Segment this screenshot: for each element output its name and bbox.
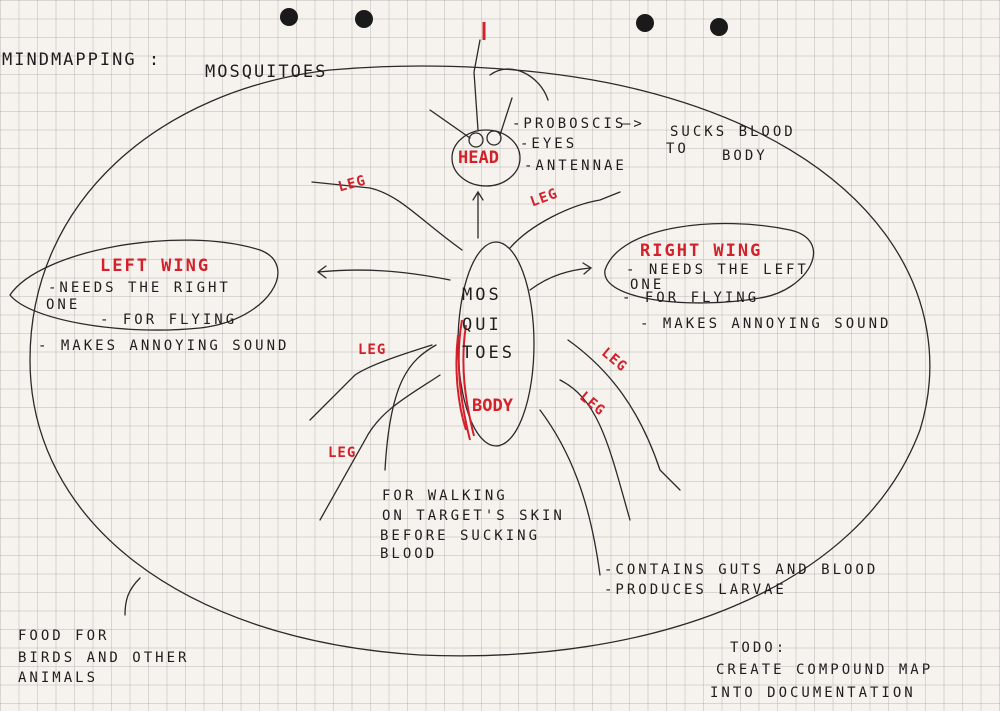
binder-hole-1 <box>280 8 298 26</box>
binder-hole-4 <box>710 18 728 36</box>
leg-label-3: LEG <box>358 342 387 358</box>
antenna-left <box>429 109 471 139</box>
leg-note-4: BLOOD <box>380 546 438 562</box>
leg-label-6: LEG <box>328 445 357 461</box>
proboscis-note-1: SUCKS BLOOD <box>670 124 796 140</box>
head-part-antennae: -ANTENNAE <box>524 158 627 174</box>
center-line-3: TOES <box>462 343 515 363</box>
arrow-glyph: —> <box>622 116 645 132</box>
body-note-2: -PRODUCES LARVAE <box>604 582 787 598</box>
leg-note-3: BEFORE SUCKING <box>380 528 541 544</box>
right-wing-extra: - MAKES ANNOYING SOUND <box>640 316 892 332</box>
left-wing-extra: - MAKES ANNOYING SOUND <box>38 338 290 354</box>
body-label: BODY <box>472 396 513 416</box>
leg-mid-left <box>309 344 433 421</box>
leg-upper-left <box>311 181 463 251</box>
right-wing-ellipse <box>604 222 815 304</box>
leg-note-1: FOR WALKING <box>382 488 508 504</box>
right-wing-note-3: - FOR FLYING <box>622 290 760 306</box>
proboscis-note-2: TO <box>666 141 689 157</box>
antenna-right <box>499 97 513 136</box>
page-title: MINDMAPPING : <box>2 50 162 70</box>
leg-upper-right <box>509 191 621 249</box>
right-wing-note-2: ONE <box>630 277 665 293</box>
head-part-eyes: -EYES <box>520 136 578 152</box>
todo-line-2: INTO DOCUMENTATION <box>710 685 916 701</box>
todo-heading: TODO: <box>730 640 788 656</box>
proboscis-note-3: BODY <box>722 148 768 164</box>
leg-mid-right <box>567 339 681 491</box>
food-note-2: BIRDS AND OTHER <box>18 650 190 666</box>
left-wing-ellipse <box>9 239 279 331</box>
head-label: HEAD <box>458 148 499 168</box>
leg-note-2: ON TARGET'S SKIN <box>382 508 565 524</box>
body-note-1: -CONTAINS GUTS AND BLOOD <box>604 562 879 578</box>
outer-ellipse <box>29 65 931 657</box>
center-line-1: MOS <box>462 285 502 305</box>
head-part-proboscis: -PROBOSCIS <box>512 116 627 132</box>
food-note-3: ANIMALS <box>18 670 99 686</box>
proboscis-line <box>473 39 481 131</box>
food-note-1: FOOD FOR <box>18 628 110 644</box>
leg-low-right <box>559 379 631 521</box>
left-wing-note-3: - FOR FLYING <box>100 312 238 328</box>
left-wing-note-2: ONE <box>46 297 81 313</box>
center-line-2: QUI <box>462 315 502 335</box>
page-subtitle: MOSQUITOES <box>205 62 328 82</box>
right-wing-label: RIGHT WING <box>640 241 763 261</box>
eye-right <box>486 130 502 146</box>
todo-line-1: CREATE COMPOUND MAP <box>716 662 934 678</box>
right-wing-note-1: - NEEDS THE LEFT <box>626 262 809 278</box>
eye-left <box>468 132 484 148</box>
binder-hole-2 <box>355 10 373 28</box>
head-oval <box>451 129 521 187</box>
binder-hole-3 <box>636 14 654 32</box>
left-wing-label: LEFT WING <box>100 256 211 276</box>
left-wing-note-1: -NEEDS THE RIGHT <box>48 280 231 296</box>
